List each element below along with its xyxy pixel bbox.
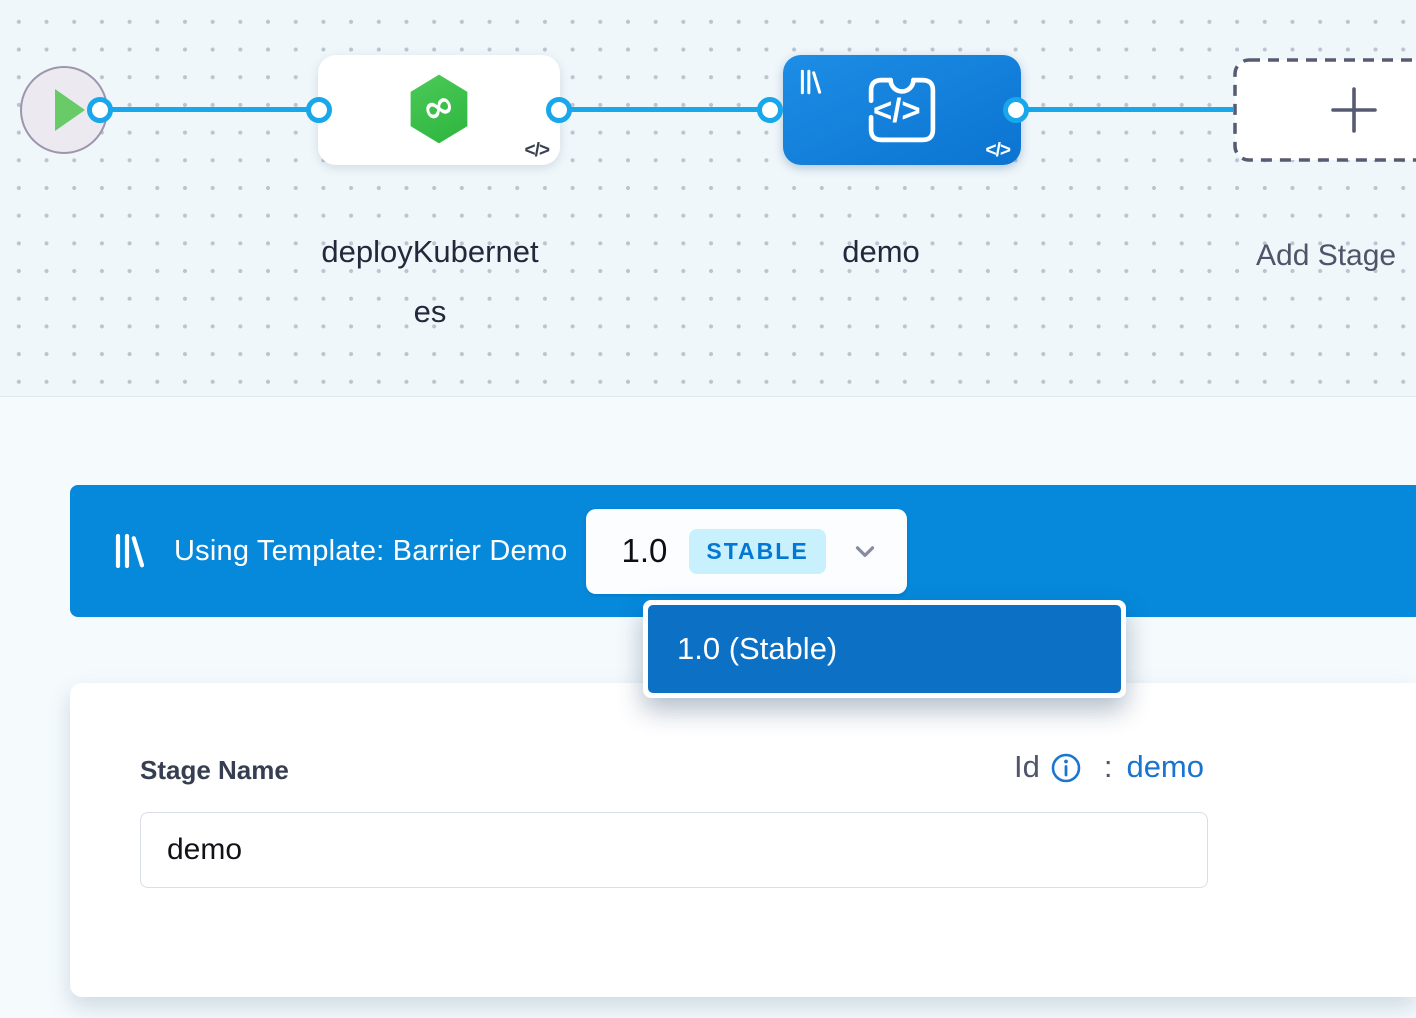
chevron-down-icon (855, 546, 874, 557)
template-banner-text: Using Template: Barrier Demo (174, 534, 568, 567)
edge-connector (559, 107, 770, 112)
connector-port[interactable] (1003, 97, 1029, 123)
stage-overview-card: Stage Name Id : demo (70, 683, 1416, 997)
stage-label-deploykubernetes: deployKubernetes (321, 234, 539, 329)
template-version-selector[interactable]: 1.0 STABLE (585, 508, 907, 594)
version-dropdown-menu: 1.0 (Stable) (643, 600, 1126, 698)
svg-text:</>: </> (873, 91, 921, 128)
template-library-icon (800, 69, 822, 95)
custom-stage-icon: </> (868, 77, 936, 143)
stage-name-label: Stage Name (140, 755, 289, 785)
add-stage-button[interactable] (1233, 58, 1416, 162)
add-stage-label: Add Stage (1256, 239, 1397, 272)
stage-name-input[interactable] (140, 812, 1208, 888)
connector-port[interactable] (306, 97, 332, 123)
connector-port[interactable] (87, 97, 113, 123)
stage-node-deploykubernetes[interactable]: ∞ </> (318, 55, 560, 165)
id-separator: : (1103, 749, 1113, 784)
stage-label-demo: demo (842, 234, 920, 269)
code-icon: </> (985, 140, 1012, 161)
template-library-icon (115, 533, 145, 569)
version-number: 1.0 (621, 532, 668, 569)
deploy-hexagon-icon: ∞ (410, 74, 468, 144)
stage-id-value: demo (1126, 749, 1204, 784)
stable-badge: STABLE (689, 528, 826, 574)
pipeline-canvas: ∞ </> </> </> deployK (0, 0, 1416, 397)
code-icon: </> (524, 140, 551, 161)
connector-port[interactable] (546, 97, 572, 123)
version-option-stable[interactable]: 1.0 (Stable) (648, 605, 1121, 693)
edge-connector (100, 107, 319, 112)
stage-id-row: Id : demo (1014, 749, 1204, 785)
connector-port[interactable] (757, 97, 783, 123)
plus-icon (1233, 58, 1416, 162)
id-label: Id (1013, 749, 1040, 784)
play-icon (55, 89, 85, 131)
stage-node-demo[interactable]: </> </> (783, 55, 1021, 165)
template-banner: Using Template: Barrier Demo 1.0 STABLE (70, 485, 1416, 617)
edge-connector (1016, 107, 1233, 112)
info-icon[interactable] (1050, 752, 1082, 784)
